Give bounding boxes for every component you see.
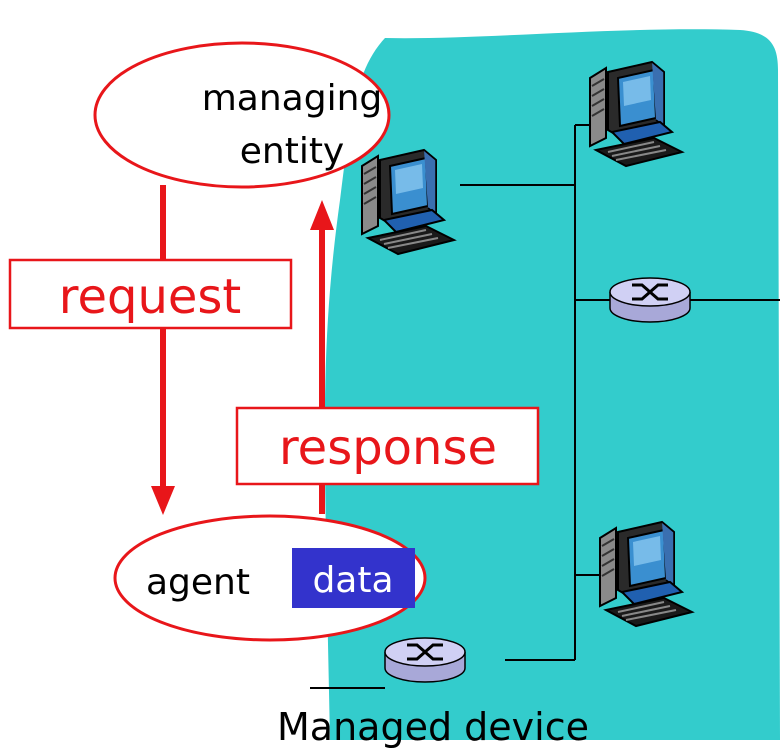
- response-label-box: [235, 406, 540, 486]
- managed-device-region: [324, 29, 780, 741]
- response-label: response: [279, 420, 497, 476]
- agent-label: agent: [146, 562, 250, 603]
- request-label: request: [59, 269, 241, 325]
- managing-entity-label-line2: entity: [240, 131, 345, 172]
- managing-entity-label-line1: managing: [202, 78, 383, 119]
- request-label-box: [8, 258, 293, 330]
- request-arrow: [151, 185, 175, 515]
- router-icon: [608, 276, 692, 324]
- managing-entity-ellipse: [93, 41, 391, 189]
- router-icon: [383, 636, 467, 684]
- data-label: data: [312, 560, 393, 601]
- network-links: [310, 124, 780, 689]
- agent-ellipse: [113, 514, 427, 642]
- data-box: [292, 548, 415, 608]
- managed-device-caption: Managed device: [277, 705, 589, 749]
